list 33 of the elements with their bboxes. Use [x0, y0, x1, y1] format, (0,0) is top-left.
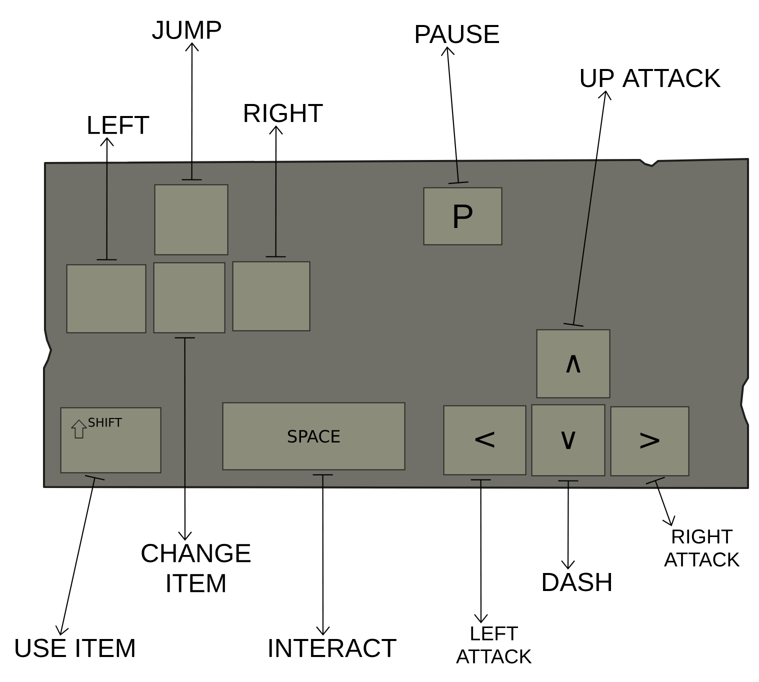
leader-arrow — [563, 90, 612, 327]
control-label: RIGHT ATTACK — [664, 529, 740, 567]
control-label: RIGHT — [244, 104, 323, 122]
keyboard-key: SHIFT — [60, 407, 162, 474]
keyboard-key: > — [610, 406, 690, 476]
control-label: USE ITEM — [16, 638, 134, 658]
control-label: INTERACT — [269, 638, 396, 658]
leader-arrow — [174, 337, 195, 541]
keyboard-key: ∧ — [536, 329, 610, 398]
leader-arrow — [55, 475, 105, 636]
control-label: JUMP — [152, 20, 221, 40]
keyboard-key: SPACE — [222, 402, 406, 470]
keyboard-key — [154, 184, 228, 256]
leader-arrow — [266, 125, 286, 258]
control-label: LEFT ATTACK — [456, 626, 532, 664]
keyboard-key: < — [443, 405, 526, 476]
leader-arrow — [312, 474, 333, 636]
leader-arrow — [646, 476, 676, 526]
leader-arrow — [96, 137, 117, 260]
leader-arrow — [440, 46, 468, 184]
leader-arrow — [182, 42, 202, 180]
keyboard-key: P — [423, 187, 502, 246]
keyboard-key — [153, 262, 226, 334]
control-label: DASH — [543, 572, 611, 592]
control-label: CHANGE ITEM — [142, 544, 250, 592]
keyboard-key — [232, 261, 310, 332]
control-label: LEFT — [88, 116, 150, 134]
keyboard-key: ∨ — [531, 404, 606, 476]
leader-arrow — [470, 479, 491, 624]
control-label: UP ATTACK — [581, 68, 721, 88]
leader-arrow — [558, 480, 578, 570]
control-label: PAUSE — [416, 24, 499, 44]
keyboard-key — [66, 264, 146, 334]
